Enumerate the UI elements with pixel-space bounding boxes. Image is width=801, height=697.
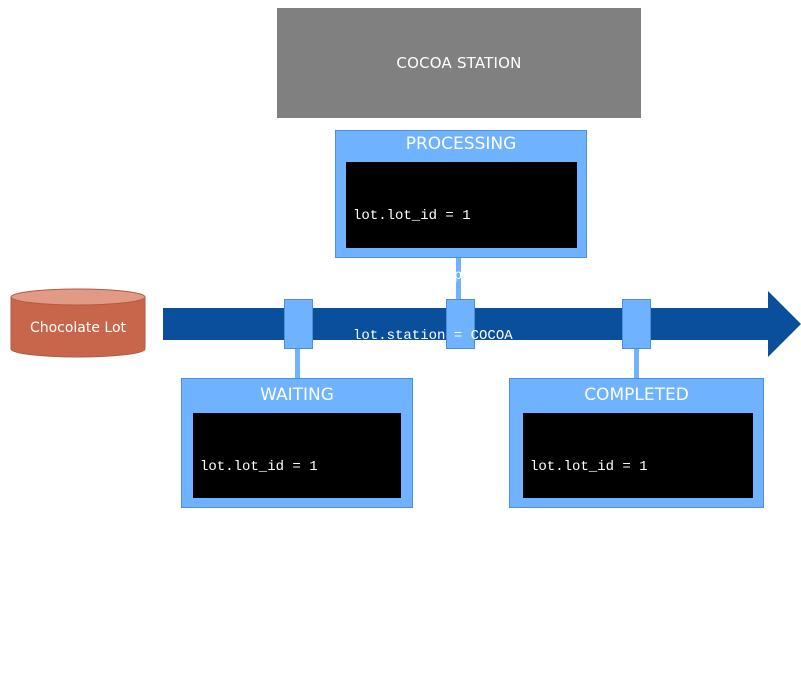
waiting-connector [295,348,300,380]
flow-arrow-shape [163,291,801,357]
code-line: lot.station = COCOA [200,579,360,595]
code-line: lot.state = processing [353,268,538,284]
completed-code-block: lot.lot_id = 1 lot.state = completed lot… [523,413,753,655]
code-line: lot.lot_id = 1 [353,208,471,224]
code-line: lot.next_station = SUGAR [530,579,732,595]
code-line: lot.state = waiting [200,519,360,535]
completed-title: COMPLETED [584,385,689,405]
processing-event-marker [446,299,475,349]
processing-connector [456,258,461,300]
chocolate-lot-label: Chocolate Lot [29,320,127,336]
completed-connector [634,348,639,380]
station-label: COCOA STATION [396,54,522,72]
code-line: lot.lot_id = 1 [200,459,318,475]
flow-arrow [163,291,801,357]
processing-code-block: lot.lot_id = 1 lot.state = processing lo… [346,162,577,404]
code-line: lot.lot_id = 1 [530,459,648,475]
code-line: write(lot) [530,639,615,655]
chocolate-lot-cylinder [10,288,146,358]
code-line: lot.station = COCOA [353,328,513,344]
waiting-code-block: lot.lot_id = 1 lot.state = waiting lot.s… [193,413,401,655]
code-line: write(lot) [200,639,285,655]
waiting-title: WAITING [260,385,334,405]
waiting-event-marker [284,299,313,349]
waiting-state-box: WAITING lot.lot_id = 1 lot.state = waiti… [181,378,413,655]
processing-title: PROCESSING [405,134,517,154]
processing-state-box: PROCESSING lot.lot_id = 1 lot.state = pr… [335,130,587,404]
code-line: lot.state = completed [530,519,707,535]
completed-state-box: COMPLETED lot.lot_id = 1 lot.state = com… [509,378,764,655]
completed-event-marker [622,299,651,349]
cocoa-station-box: COCOA STATION [277,8,641,118]
